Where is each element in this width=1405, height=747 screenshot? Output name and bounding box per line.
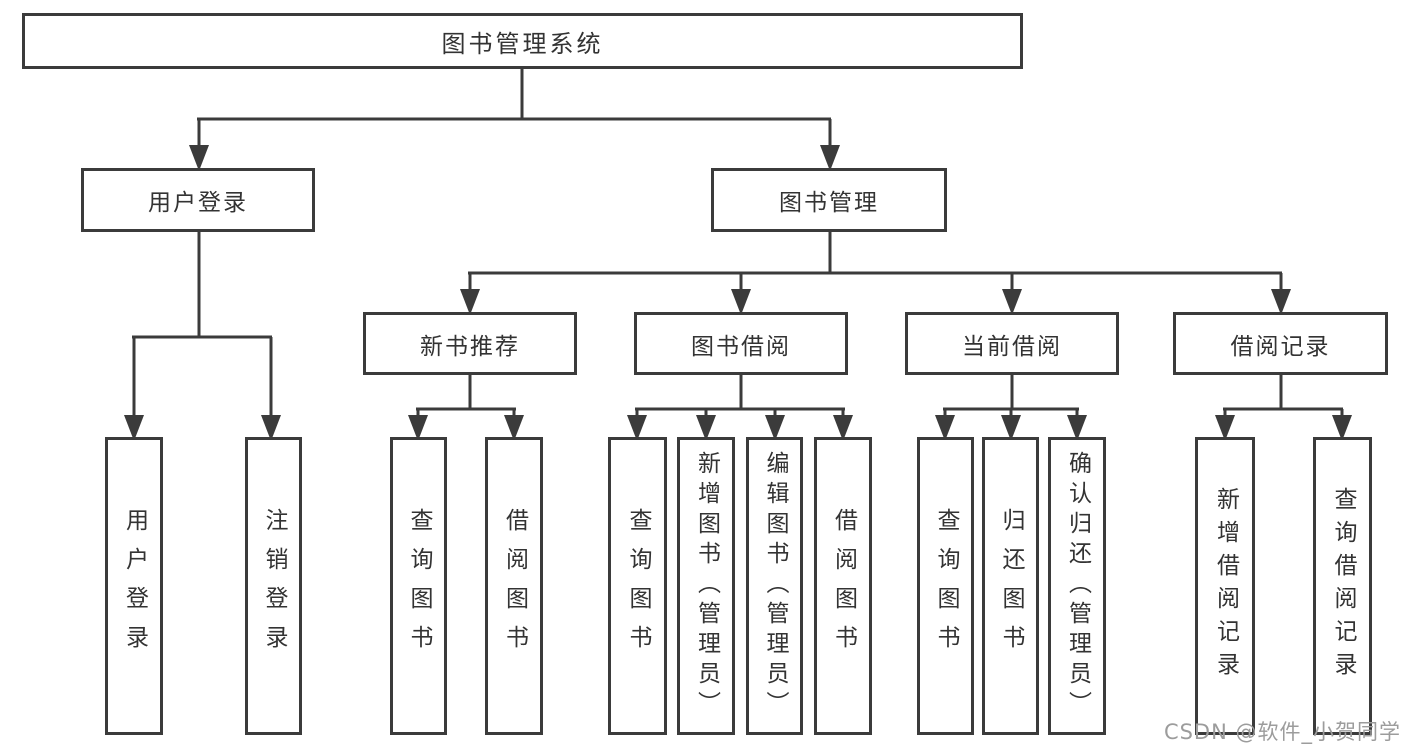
leaf-add-book-admin: 新增图书（管理员） [677, 437, 735, 735]
node-user-login: 用户登录 [81, 168, 315, 232]
leaf-logout: 注销登录 [245, 437, 302, 735]
node-book-borrow: 图书借阅 [634, 312, 848, 375]
leaf-add-borrow-record: 新增借阅记录 [1195, 437, 1255, 735]
leaf-borrow-book-newbooks: 借阅图书 [485, 437, 543, 735]
connector-root-to-level2 [197, 67, 832, 150]
node-book-management: 图书管理 [711, 168, 947, 232]
connector-userlogin-to-leaves [132, 231, 273, 419]
leaf-query-book-borrow: 查询图书 [608, 437, 667, 735]
connector-bookmgmt-to-level3 [468, 231, 1283, 294]
node-current-borrow: 当前借阅 [905, 312, 1119, 375]
leaf-query-borrow-record: 查询借阅记录 [1313, 437, 1372, 735]
node-borrow-records: 借阅记录 [1173, 312, 1388, 375]
leaf-edit-book-admin: 编辑图书（管理员） [746, 437, 803, 735]
connector-level3-to-leaves [416, 374, 1344, 419]
node-root-library-system: 图书管理系统 [22, 13, 1023, 69]
leaf-query-book-current: 查询图书 [917, 437, 974, 735]
arrow-down-icons [124, 145, 1352, 441]
node-new-book-recommend: 新书推荐 [363, 312, 577, 375]
csdn-watermark: CSDN @软件_小贺同学 [1163, 720, 1401, 744]
leaf-confirm-return-admin: 确认归还（管理员） [1048, 437, 1106, 735]
leaf-query-book-newbooks: 查询图书 [390, 437, 447, 735]
leaf-borrow-book: 借阅图书 [814, 437, 872, 735]
leaf-return-book: 归还图书 [982, 437, 1039, 735]
leaf-user-login: 用户登录 [105, 437, 163, 735]
